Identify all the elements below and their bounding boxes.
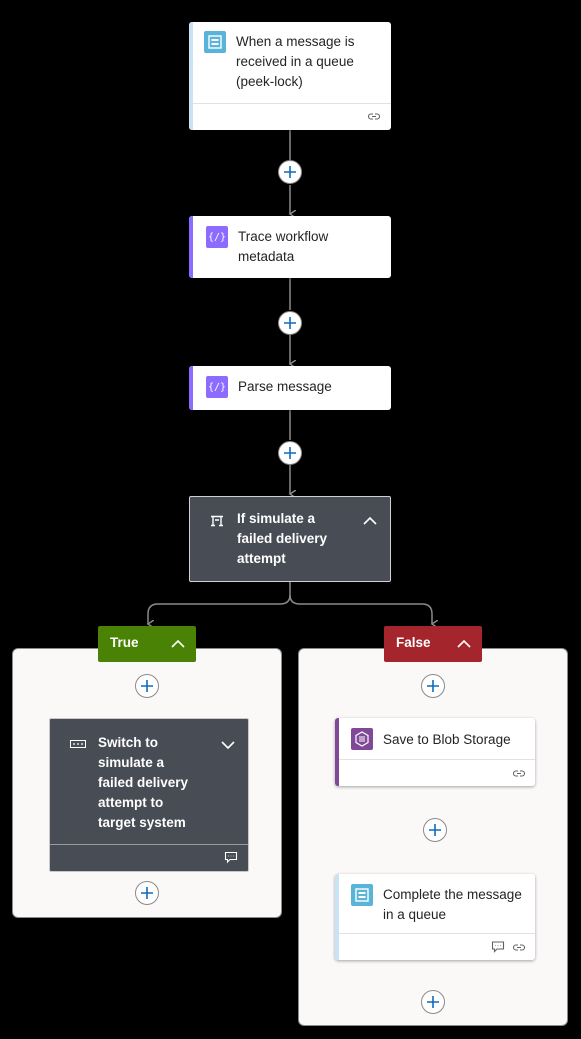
comment-icon[interactable]	[224, 851, 238, 864]
insert-step-button[interactable]	[278, 311, 302, 335]
parse-title: Parse message	[238, 379, 332, 394]
true-branch-label: True	[110, 635, 139, 650]
chevron-up-icon	[457, 639, 471, 648]
plus-icon	[141, 887, 153, 899]
connection-icon[interactable]	[512, 766, 526, 780]
plus-icon	[284, 317, 296, 329]
insert-step-button[interactable]	[135, 674, 159, 698]
compose-icon: {/}	[206, 226, 228, 248]
plus-icon	[427, 996, 439, 1008]
chevron-up-icon	[171, 639, 185, 648]
compose-icon: {/}	[206, 376, 228, 398]
parse-message-card[interactable]: {/} Parse message	[189, 366, 391, 410]
connection-icon[interactable]	[367, 109, 381, 123]
insert-step-button[interactable]	[278, 160, 302, 184]
plus-icon	[427, 680, 439, 692]
card-divider	[50, 844, 248, 845]
complete-message-card[interactable]: Complete the message in a queue	[335, 874, 535, 960]
chevron-down-icon[interactable]	[220, 737, 236, 753]
trace-workflow-card[interactable]: {/} Trace workflow metadata	[189, 216, 391, 278]
trigger-card[interactable]: When a message is received in a queue (p…	[189, 22, 391, 130]
switch-title: Switch to simulate a failed delivery att…	[98, 735, 189, 830]
card-footer	[339, 759, 535, 786]
switch-icon	[70, 740, 86, 748]
insert-step-button[interactable]	[421, 674, 445, 698]
card-accent	[189, 366, 193, 410]
chevron-up-icon[interactable]	[362, 513, 378, 529]
card-accent	[335, 718, 339, 786]
plus-icon	[284, 447, 296, 459]
card-accent	[189, 22, 193, 130]
plus-icon	[284, 166, 296, 178]
true-branch-header[interactable]: True	[98, 626, 196, 662]
trigger-title: When a message is received in a queue (p…	[236, 34, 355, 89]
service-bus-icon	[351, 884, 373, 906]
save-blob-card[interactable]: Save to Blob Storage	[335, 718, 535, 786]
card-accent	[189, 216, 193, 278]
false-branch-label: False	[396, 635, 431, 650]
false-branch-header[interactable]: False	[384, 626, 482, 662]
service-bus-icon	[204, 31, 226, 53]
condition-icon	[211, 515, 223, 527]
card-footer	[193, 103, 391, 130]
trace-title: Trace workflow metadata	[238, 229, 329, 264]
insert-step-button[interactable]	[135, 881, 159, 905]
switch-card[interactable]: Switch to simulate a failed delivery att…	[49, 718, 249, 872]
insert-step-button[interactable]	[278, 441, 302, 465]
card-accent	[335, 874, 339, 960]
comment-icon[interactable]	[491, 940, 505, 954]
blob-storage-icon	[351, 728, 373, 750]
save-blob-title: Save to Blob Storage	[383, 732, 511, 747]
connection-icon[interactable]	[512, 940, 526, 954]
insert-step-button[interactable]	[423, 818, 447, 842]
plus-icon	[141, 680, 153, 692]
condition-title: If simulate a failed delivery attempt	[237, 511, 328, 566]
plus-icon	[429, 824, 441, 836]
card-footer	[339, 933, 535, 960]
insert-step-button[interactable]	[421, 990, 445, 1014]
complete-title: Complete the message in a queue	[383, 887, 522, 922]
condition-card[interactable]: If simulate a failed delivery attempt	[189, 496, 391, 582]
